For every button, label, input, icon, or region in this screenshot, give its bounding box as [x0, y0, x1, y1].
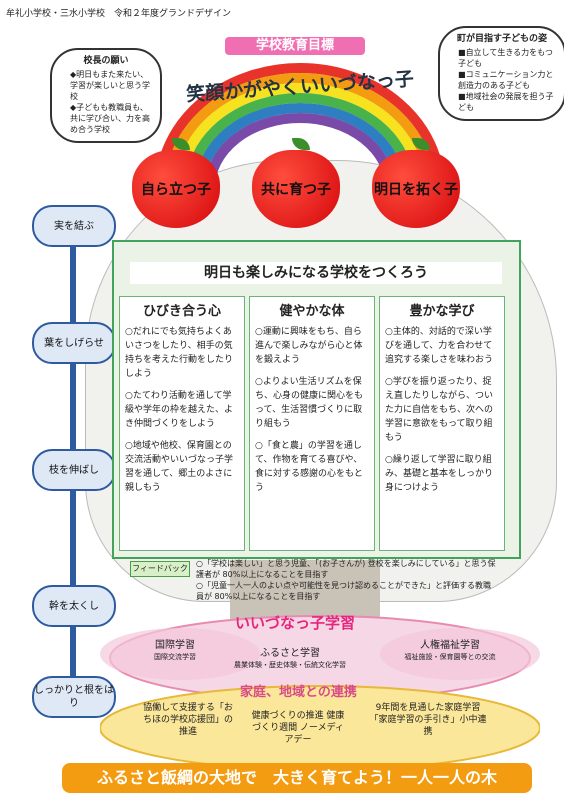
home-item: 健康づくりの推進 健康づくり週間 ノーメディアデー: [251, 711, 345, 745]
apple-grow-together: 共に育つ子: [252, 138, 340, 228]
feedback-item: ○「学校は楽しい」と思う児童、「(お子さんが) 登校を楽しみにしている」と思う保…: [196, 559, 496, 579]
column-item: ○たてわり活動を通して学級や学年の枠を越えた、よき仲間づくりをしよう: [125, 391, 234, 429]
town-title: 町が目指す子どもの姿: [456, 34, 547, 44]
column-heading: 健やかな体: [279, 304, 345, 319]
column-item: ○地域や他校、保育園との交流活動やいいづなっ子学習を通して、郷土のよさに親しもう: [125, 441, 234, 493]
leaf-icon: [412, 138, 430, 150]
column-item: ○運動に興味をもち、自ら進んで楽しみながら心と体を鍛えよう: [255, 327, 363, 365]
principal-title: 校長の願い: [83, 56, 129, 66]
home-item: 9年間を見通した家庭学習「家庭学習の手引き」小中連携: [369, 703, 487, 737]
bottom-banner: ふるさと飯綱の大地で 大きく育てよう！一人一人の木: [62, 763, 532, 793]
town-cloud: 町が目指す子どもの姿 ■自立して生きる力をもつ子ども ■コミュニケーション力と創…: [438, 26, 564, 121]
leaf-icon: [292, 138, 310, 150]
main-title: 明日も楽しみになる学校をつくろう: [130, 262, 502, 284]
stage-bear-fruit: 実を結ぶ: [32, 205, 116, 247]
column-item: ○だれにでも気持ちよくあいさつをしたり、相手の気持ちを考えた行動をしたりしよう: [125, 327, 234, 379]
column-heading: 豊かな学び: [409, 304, 475, 319]
apple-self-reliant: 自ら立つ子: [132, 138, 220, 228]
stage-grow-leaves: 葉をしげらせ: [32, 322, 116, 364]
column-harmony: ひびき合う心 ○だれにでも気持ちよくあいさつをしたり、相手の気持ちを考えた行動を…: [119, 296, 245, 551]
apple-open-tomorrow: 明日を拓く子: [372, 138, 460, 228]
learning-title: いいづなっ子学習: [235, 614, 356, 632]
column-item: ○主体的、対話的で深い学びを通して、力を合わせて追究する楽しさを味わおう: [385, 327, 494, 365]
stage-take-root: しっかりと根をはり: [32, 676, 116, 718]
feedback-label: フィードバック: [130, 561, 190, 577]
town-item: ■地域社会の発展を担う子ども: [458, 92, 554, 112]
column-heading: ひびき合う心: [142, 304, 221, 319]
principal-cloud: 校長の願い ◆明日もまた来たい、学習が楽しいと思う学校 ◆子どもも教職員も、共に…: [50, 48, 162, 143]
leaf-icon: [172, 138, 190, 150]
column-item: ○よりよい生活リズムを保ち、心身の健康に関心をもって、生活習慣づくりに取り組もう: [255, 377, 364, 429]
column-item: ○学びを振り返ったり、捉え直したりしながら、ついた力に自信をもち、次への学習に意…: [385, 377, 494, 443]
document-header: 牟礼小学校・三水小学校 令和２年度グランドデザイン: [6, 9, 232, 19]
goal-label: 学校教育目標: [225, 37, 365, 55]
feedback-item: ○「児童一人一人のよい点や可能性を見つけ認めることができた」と評価する教職員が …: [196, 581, 491, 601]
feedback-text: ○「学校は楽しい」と思う児童、「(お子さんが) 登校を楽しみにしている」と思う保…: [196, 558, 496, 602]
town-item: ■自立して生きる力をもつ子ども: [458, 48, 553, 68]
home-item: 協働して支援する「おちほの学校応援団」の推進: [142, 703, 233, 737]
stage-extend-branches: 枝を伸ばし: [32, 449, 116, 491]
column-rich-learning: 豊かな学び ○主体的、対話的で深い学びを通して、力を合わせて追究する楽しさを味わ…: [379, 296, 505, 551]
column-item: ○「食と農」の学習を通して、作物を育てる喜びや、食に対する感謝の心をもとう: [255, 441, 363, 493]
ground-ellipses: [100, 615, 540, 770]
column-item: ○繰り返して学習に取り組み、基礎と基本をしっかり身につけよう: [385, 455, 494, 493]
stage-thicken-trunk: 幹を太くし: [32, 585, 116, 627]
principal-item: ◆子どもも教職員も、共に学び合い、力を高め合う学校: [70, 103, 150, 134]
area-human-rights: 人権福祉学習福祉施設・保育園等との交流: [404, 640, 496, 661]
principal-item: ◆明日もまた来たい、学習が楽しいと思う学校: [70, 70, 150, 101]
rainbow-graphic: [155, 63, 445, 188]
area-hometown: ふるさと学習農業体験・歴史体験・伝統文化学習: [234, 648, 346, 669]
home-community-title: 家庭、地域との連携: [240, 685, 357, 700]
town-item: ■コミュニケーション力と創造力のある子ども: [458, 70, 554, 90]
area-international: 国際学習国際交流学習: [154, 640, 196, 661]
column-healthy-body: 健やかな体 ○運動に興味をもち、自ら進んで楽しみながら心と体を鍛えよう ○よりよ…: [249, 296, 375, 551]
